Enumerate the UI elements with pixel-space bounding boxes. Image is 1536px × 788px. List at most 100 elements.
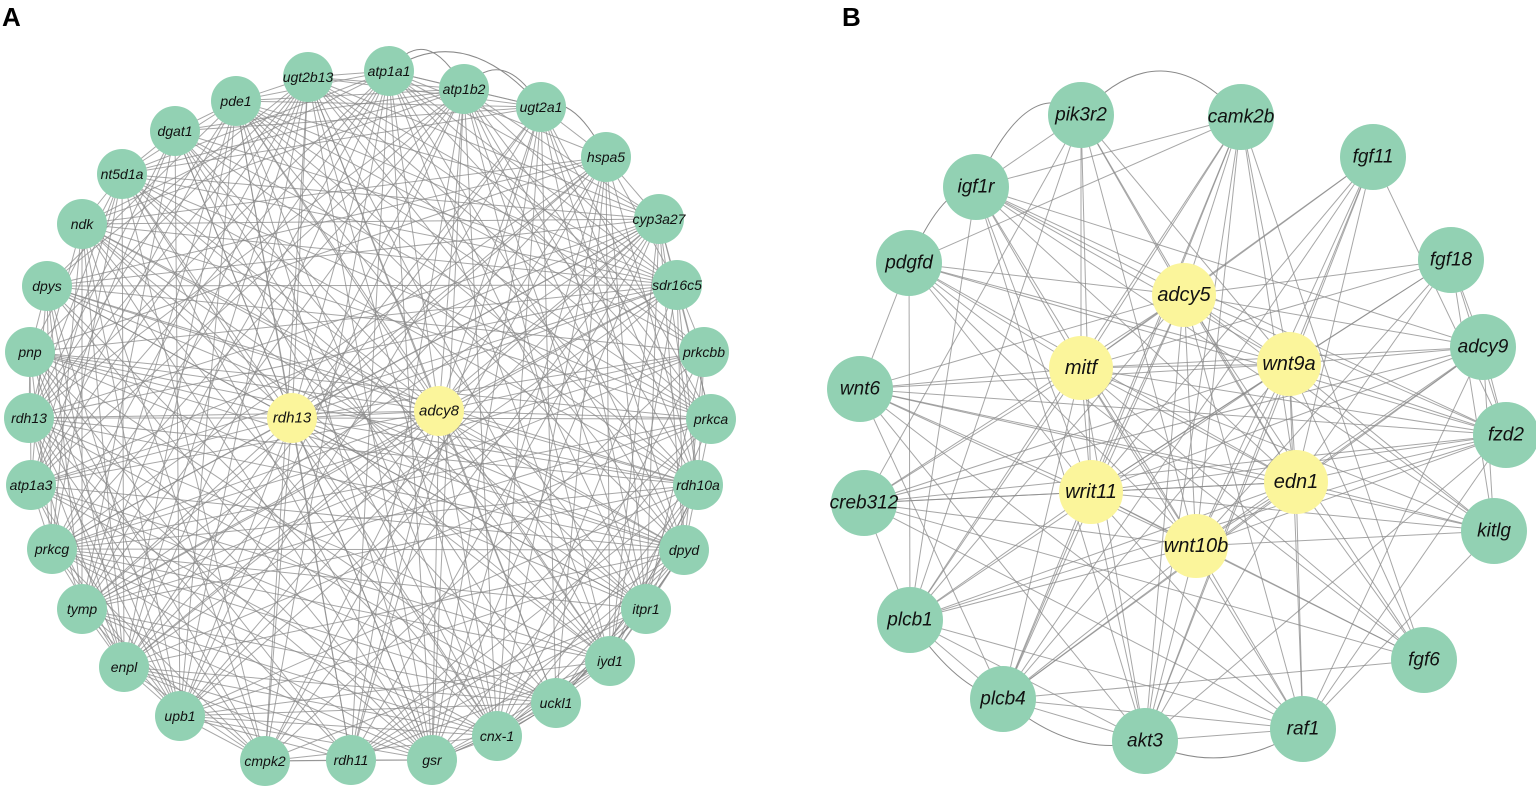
edge <box>29 351 440 412</box>
edge <box>859 388 1004 700</box>
gene-node[interactable]: fgf11 <box>1340 124 1406 190</box>
gene-node[interactable]: atp1a1 <box>364 46 414 96</box>
edge <box>51 548 685 551</box>
gene-node[interactable]: rdh13 <box>4 393 54 443</box>
hub-gene-node[interactable]: writ11 <box>1059 460 1123 524</box>
gene-node[interactable]: cnx-1 <box>472 711 522 761</box>
gene-node[interactable]: dpyd <box>659 525 709 575</box>
gene-node[interactable]: camk2b <box>1208 84 1275 150</box>
gene-node[interactable]: plcb1 <box>877 587 943 653</box>
gene-node-label: adcy9 <box>1458 337 1509 358</box>
edge <box>29 351 266 762</box>
gene-node[interactable]: pdgfd <box>876 230 942 296</box>
edge <box>438 410 557 704</box>
gene-node[interactable]: pik3r2 <box>1048 82 1114 148</box>
gene-node-circle <box>516 82 566 132</box>
gene-node[interactable]: hspa5 <box>581 132 631 182</box>
hub-gene-node[interactable]: wnt10b <box>1164 514 1229 578</box>
gene-node[interactable]: igf1r <box>943 154 1009 220</box>
edge <box>121 173 266 762</box>
gene-node[interactable]: kitlg <box>1461 498 1527 564</box>
gene-node[interactable]: gsr <box>407 735 457 785</box>
edge <box>28 417 181 717</box>
edge <box>859 367 1082 390</box>
edge <box>1288 363 1425 661</box>
gene-node[interactable]: adcy9 <box>1450 314 1516 380</box>
hub-gene-node[interactable]: adcy8 <box>414 386 464 436</box>
gene-node[interactable]: sdr16c5 <box>652 260 702 310</box>
gene-node[interactable]: fgf6 <box>1391 627 1457 693</box>
edge <box>1183 294 1297 483</box>
edge <box>46 100 237 287</box>
edge <box>29 76 309 353</box>
hub-gene-node-label: wnt10b <box>1164 535 1229 557</box>
edge <box>81 608 433 761</box>
gene-node[interactable]: itpr1 <box>621 584 671 634</box>
gene-node-circle <box>686 394 736 444</box>
gene-node[interactable]: upb1 <box>155 691 205 741</box>
hub-gene-node-circle <box>267 393 317 443</box>
gene-node[interactable]: ndk <box>57 199 107 249</box>
gene-node[interactable]: fgf18 <box>1418 227 1484 293</box>
edge <box>235 100 611 662</box>
hub-gene-node[interactable]: adcy5 <box>1152 263 1216 327</box>
gene-node[interactable]: fzd2 <box>1473 402 1536 468</box>
gene-node[interactable]: cmpk2 <box>240 736 290 786</box>
gene-node-label: prkcbb <box>682 344 725 360</box>
edge <box>235 100 542 108</box>
edge <box>174 130 293 419</box>
hub-gene-node-circle <box>1049 336 1113 400</box>
gene-node[interactable]: dgat1 <box>150 106 200 156</box>
gene-node-circle <box>27 524 77 574</box>
edge <box>235 100 647 610</box>
hub-gene-node[interactable]: wnt9a <box>1257 332 1321 396</box>
gene-node-circle <box>364 46 414 96</box>
gene-node[interactable]: creb312 <box>830 470 899 536</box>
gene-node[interactable]: rdh10a <box>673 460 723 510</box>
edge <box>29 351 433 761</box>
hub-gene-node-label: adcy5 <box>1157 284 1211 306</box>
edge <box>30 484 125 668</box>
gene-node[interactable]: raf1 <box>1270 696 1336 762</box>
hub-gene-node[interactable]: mitf <box>1049 336 1113 400</box>
gene-node[interactable]: atp1a3 <box>6 460 56 510</box>
edge <box>975 186 1484 348</box>
gene-node-label: fgf6 <box>1408 650 1440 671</box>
gene-node-label: tymp <box>67 601 98 617</box>
gene-node[interactable]: dpys <box>22 261 72 311</box>
gene-node[interactable]: wnt6 <box>827 356 893 422</box>
gene-node[interactable]: prkcg <box>27 524 77 574</box>
edge <box>438 410 699 486</box>
gene-node[interactable]: pnp <box>5 327 55 377</box>
gene-node[interactable]: ugt2b13 <box>283 52 334 102</box>
hub-gene-node[interactable]: rdh13 <box>267 393 317 443</box>
edge <box>29 351 647 610</box>
gene-node[interactable]: atp1b2 <box>439 64 489 114</box>
gene-node[interactable]: iyd1 <box>585 636 635 686</box>
edge <box>438 410 498 737</box>
panel-label-b: B <box>842 2 861 32</box>
edge <box>46 285 293 419</box>
edge <box>81 130 176 610</box>
edge <box>291 417 699 486</box>
gene-node[interactable]: prkcbb <box>679 327 729 377</box>
edge <box>307 76 433 761</box>
edge <box>1302 530 1495 730</box>
gene-node[interactable]: plcb4 <box>970 666 1036 732</box>
gene-node[interactable]: akt3 <box>1112 708 1178 774</box>
gene-node[interactable]: rdh11 <box>326 735 376 785</box>
gene-node[interactable]: tymp <box>57 584 107 634</box>
gene-node[interactable]: uckl1 <box>531 678 581 728</box>
gene-node[interactable]: prkca <box>686 394 736 444</box>
gene-node[interactable]: cyp3a27 <box>633 194 687 244</box>
gene-node[interactable]: enpl <box>99 642 149 692</box>
network-a-edges <box>28 48 712 762</box>
gene-node[interactable]: nt5d1a <box>97 149 147 199</box>
gene-node[interactable]: ugt2a1 <box>516 82 566 132</box>
gene-node-label: uckl1 <box>540 695 573 711</box>
gene-node[interactable]: pde1 <box>211 76 261 126</box>
hub-gene-node-circle <box>414 386 464 436</box>
gene-node-circle <box>659 525 709 575</box>
hub-gene-node[interactable]: edn1 <box>1264 450 1328 514</box>
